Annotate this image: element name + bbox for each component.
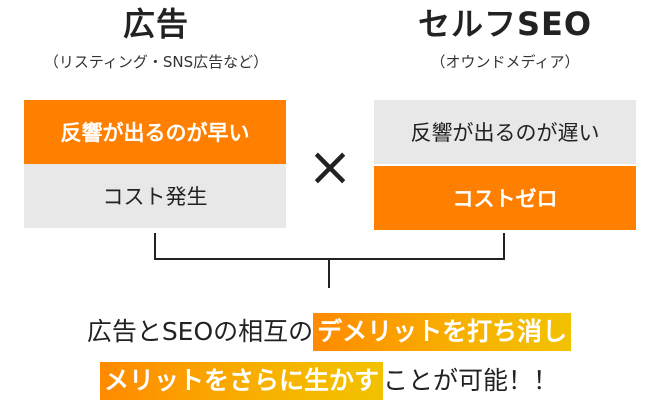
ads-fast-response-label: 反響が出るのが早い — [60, 121, 250, 145]
multiply-icon: × — [307, 135, 353, 198]
ads-cost-box: コスト発生 — [24, 164, 286, 228]
seo-cost-label: コストゼロ — [452, 187, 558, 211]
ads-subtitle: （リスティング・SNS広告など） — [43, 53, 269, 71]
conclusion-line-2: メリットをさらに生かすことが可能！！ — [0, 362, 658, 400]
seo-slow-response-label: 反響が出るのが遅い — [410, 121, 600, 145]
seo-subtitle: （オウンドメディア） — [430, 53, 580, 71]
conclusion-line-2-highlight: メリットをさらに生かす — [99, 362, 383, 400]
ads-title: 広告 — [122, 5, 189, 43]
conclusion-line-1-prefix: 広告とSEOの相互の — [86, 317, 314, 346]
ads-fast-response-box: 反響が出るのが早い — [24, 100, 286, 164]
conclusion-line-1-highlight: デメリットを打ち消し — [313, 313, 572, 351]
seo-title: セルフSEO — [417, 5, 593, 43]
ads-cost-label: コスト発生 — [102, 185, 208, 209]
bracket-stem — [328, 258, 330, 288]
bracket-left-leg — [154, 233, 156, 260]
seo-cost-box: コストゼロ — [374, 166, 636, 230]
seo-slow-response-box: 反響が出るのが遅い — [374, 100, 636, 164]
conclusion-line-2-suffix: ことが可能！！ — [383, 366, 559, 395]
conclusion-line-1: 広告とSEOの相互のデメリットを打ち消し — [0, 313, 658, 351]
bracket-right-leg — [503, 233, 505, 260]
